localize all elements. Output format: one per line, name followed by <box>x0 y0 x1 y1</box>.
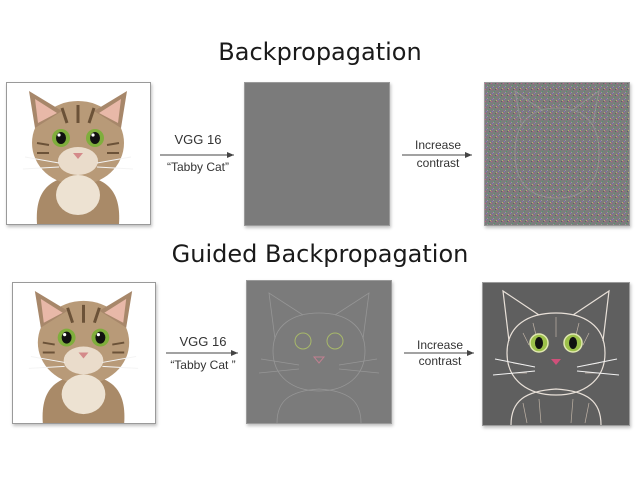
raw-gradient-top <box>244 82 390 226</box>
increase-contrast-arrow-top: Increase contrast <box>400 138 476 178</box>
vgg16-arrow-top: VGG 16 “Tabby Cat” <box>158 132 238 176</box>
noisy-gradient-image <box>485 83 629 225</box>
arrow-right-icon <box>402 152 472 158</box>
gradient-map-image <box>245 83 389 225</box>
guided-backpropagation-title: Guided Backpropagation <box>171 240 469 268</box>
class-label: “Tabby Cat” <box>166 160 230 174</box>
backpropagation-title: Backpropagation <box>218 38 422 66</box>
contrast-label-line1: Increase <box>414 138 462 152</box>
tabby-cat-image <box>28 290 139 423</box>
model-label: VGG 16 <box>174 132 222 147</box>
contrast-label-line1: Increase <box>416 338 464 352</box>
arrow-right-icon <box>160 152 234 158</box>
contrast-label-line2: contrast <box>416 156 460 170</box>
tabby-cat-image <box>22 91 134 224</box>
model-label: VGG 16 <box>179 334 227 349</box>
arrow-right-icon <box>404 350 474 356</box>
vgg16-arrow-bottom: VGG 16 “Tabby Cat ” <box>164 334 242 378</box>
cat-photo-top <box>6 82 151 225</box>
guided-gradient-raw <box>246 280 392 424</box>
guided-contrast-image <box>483 283 629 425</box>
contrast-gradient-top <box>484 82 630 226</box>
arrow-right-icon <box>166 350 238 356</box>
guided-gradient-contrast <box>482 282 630 426</box>
cat-photo-bottom <box>12 282 156 424</box>
class-label: “Tabby Cat ” <box>170 358 236 372</box>
contrast-label-line2: contrast <box>418 354 462 368</box>
increase-contrast-arrow-bottom: Increase contrast <box>402 338 478 378</box>
guided-gradient-image <box>247 281 391 423</box>
